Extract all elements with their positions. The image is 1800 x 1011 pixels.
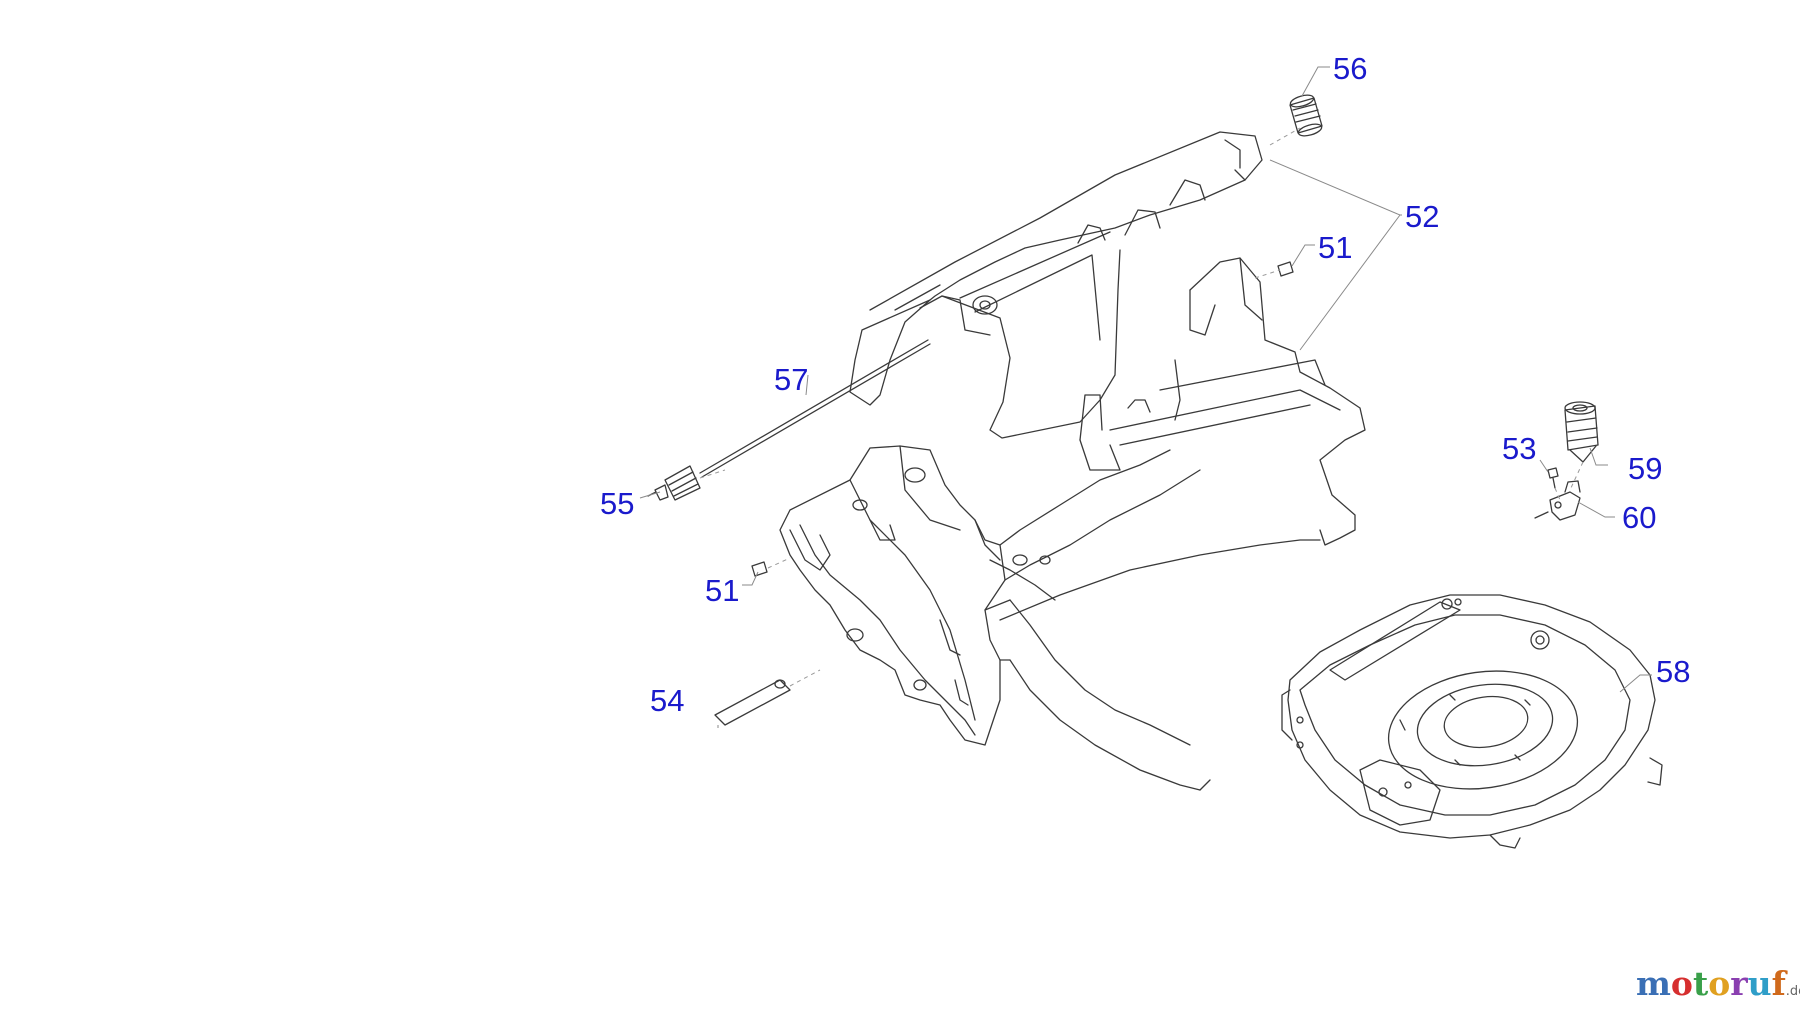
callout-53: 53 bbox=[1502, 431, 1537, 466]
callout-54: 54 bbox=[650, 683, 685, 718]
leader-55 bbox=[639, 491, 661, 499]
motoruf-logo: motoruf.de bbox=[1636, 964, 1800, 1003]
knob-part bbox=[1565, 402, 1598, 462]
assembly-line-59 bbox=[1569, 461, 1584, 491]
leader-lines bbox=[639, 66, 1652, 728]
callout-56: 56 bbox=[1333, 51, 1368, 86]
callout-51-left: 51 bbox=[705, 573, 740, 608]
leader-57 bbox=[805, 374, 809, 396]
deck-housing-part bbox=[1282, 595, 1662, 848]
logo-letter: f bbox=[1771, 964, 1786, 1003]
assembly-lines bbox=[699, 127, 1584, 687]
spring-left-part bbox=[648, 466, 700, 500]
leader-56 bbox=[1301, 66, 1330, 97]
logo-suffix: .de bbox=[1785, 984, 1800, 999]
leader-53 bbox=[1539, 459, 1549, 473]
flap-frame-part bbox=[1080, 258, 1365, 545]
leader-52-b bbox=[1299, 214, 1402, 351]
leader-51-top bbox=[1291, 244, 1315, 267]
leader-59 bbox=[1589, 447, 1608, 466]
spring-top-part bbox=[1289, 93, 1323, 138]
leader-51-left bbox=[742, 571, 759, 586]
screw-part bbox=[1548, 468, 1558, 488]
assembly-line-53 bbox=[1554, 487, 1561, 501]
leader-52-a bbox=[1269, 159, 1402, 216]
axle-pin-part bbox=[715, 680, 790, 725]
leader-60 bbox=[1577, 501, 1615, 518]
assembly-line-54 bbox=[789, 669, 821, 687]
callout-57: 57 bbox=[774, 362, 809, 397]
callout-51-top: 51 bbox=[1318, 230, 1353, 265]
bracket-part bbox=[1535, 481, 1580, 520]
callout-60: 60 bbox=[1622, 500, 1657, 535]
assembly-line-51-left bbox=[767, 557, 791, 569]
logo-letter: t bbox=[1692, 964, 1709, 1003]
callout-59: 59 bbox=[1628, 451, 1663, 486]
nut-top-part bbox=[1278, 262, 1293, 276]
assembly-line-56 bbox=[1269, 127, 1301, 146]
logo-letter: o bbox=[1670, 964, 1693, 1003]
logo-letter: u bbox=[1747, 964, 1772, 1003]
rear-frame-part bbox=[780, 440, 1200, 790]
callout-52: 52 bbox=[1405, 199, 1440, 234]
callout-55: 55 bbox=[600, 486, 635, 521]
logo-letter: m bbox=[1636, 964, 1671, 1003]
leader-58 bbox=[1619, 674, 1652, 693]
logo-letter: o bbox=[1708, 964, 1731, 1003]
lower-cover-part bbox=[1000, 540, 1320, 790]
logo-letter: r bbox=[1730, 964, 1748, 1003]
assembly-line-51-top bbox=[1254, 269, 1281, 279]
nut-left-part bbox=[752, 562, 767, 576]
callout-58: 58 bbox=[1656, 654, 1691, 689]
rod-part bbox=[700, 340, 930, 477]
rear-flap-part bbox=[850, 132, 1262, 438]
